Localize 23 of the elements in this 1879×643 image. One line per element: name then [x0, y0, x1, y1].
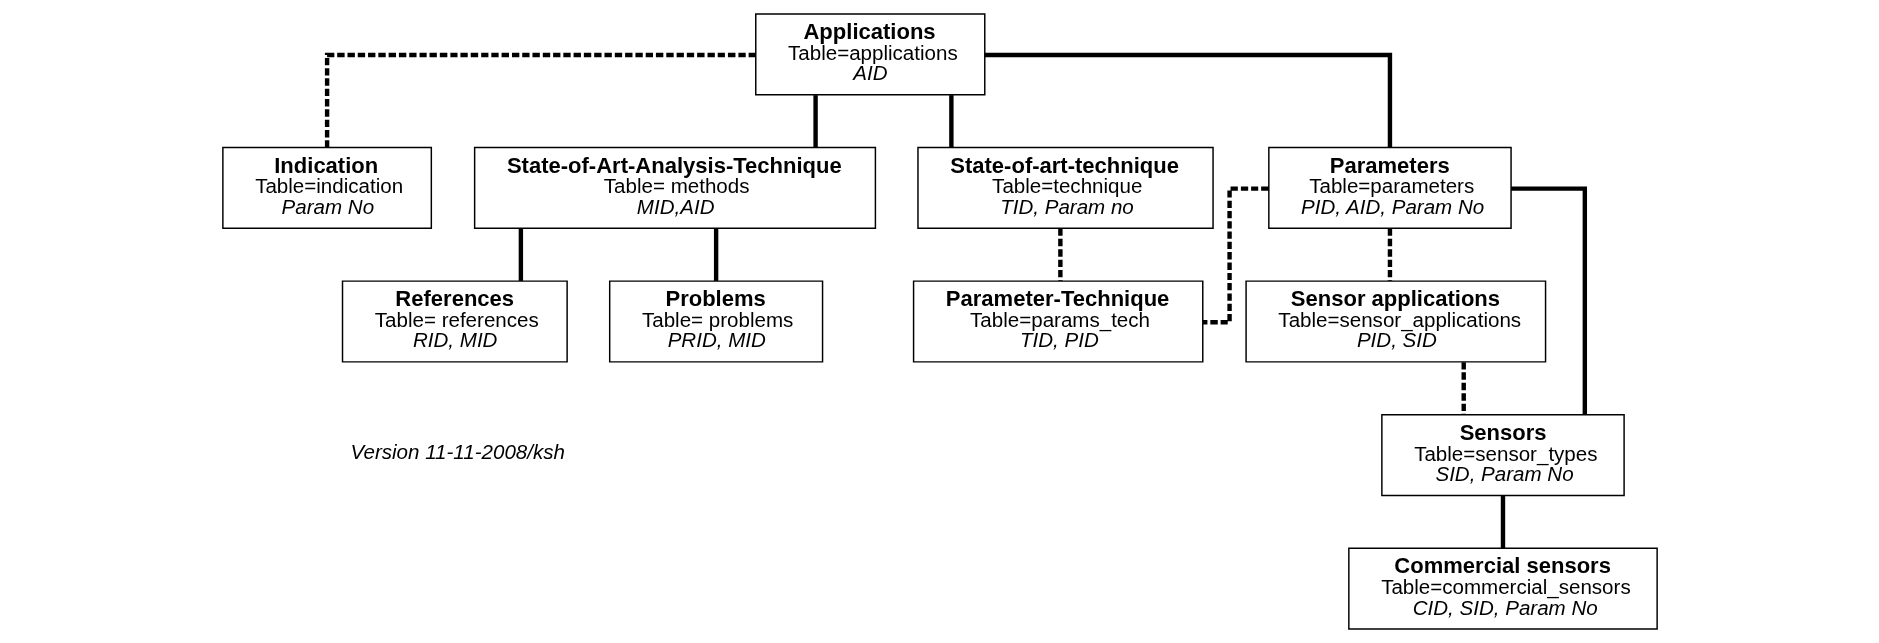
node-box: Parameters Table=parameters PID, AID, Param No [1267, 146, 1512, 229]
node-box: Sensors Table=sensor_types SID, Param No [1380, 414, 1625, 497]
node-box: Parameter-Technique Table=params_tech TID, PID [912, 280, 1203, 363]
connector [812, 95, 818, 148]
connector [984, 52, 1392, 148]
connector [1500, 495, 1505, 549]
node-box: State-of-art-technique Table=technique TID, Param no [916, 146, 1214, 229]
connector [713, 228, 718, 281]
connector [518, 228, 523, 281]
node-box: References Table= references RID, MID [341, 280, 568, 363]
connector [1057, 228, 1063, 281]
connector [324, 52, 756, 148]
connector [1461, 362, 1466, 415]
label: Version 11-11-2008/ksh [350, 440, 565, 464]
node-box: Problems Table= problems PRID, MID [608, 280, 823, 363]
node-box: State-of-Art-Analysis-Technique Table= methods MID,AID [473, 146, 876, 229]
node-box: Indication Table=indication Param No [221, 146, 432, 229]
node-box: Applications Table=applications AID [754, 13, 985, 96]
connector [1510, 186, 1587, 415]
connector [948, 95, 954, 148]
node-box: Sensor applications Table=sensor_applications PID, SID [1244, 280, 1546, 363]
node-box: Commercial sensors Table=commercial_sensors CID, SID, Param No [1347, 547, 1658, 630]
connector [1387, 228, 1392, 281]
